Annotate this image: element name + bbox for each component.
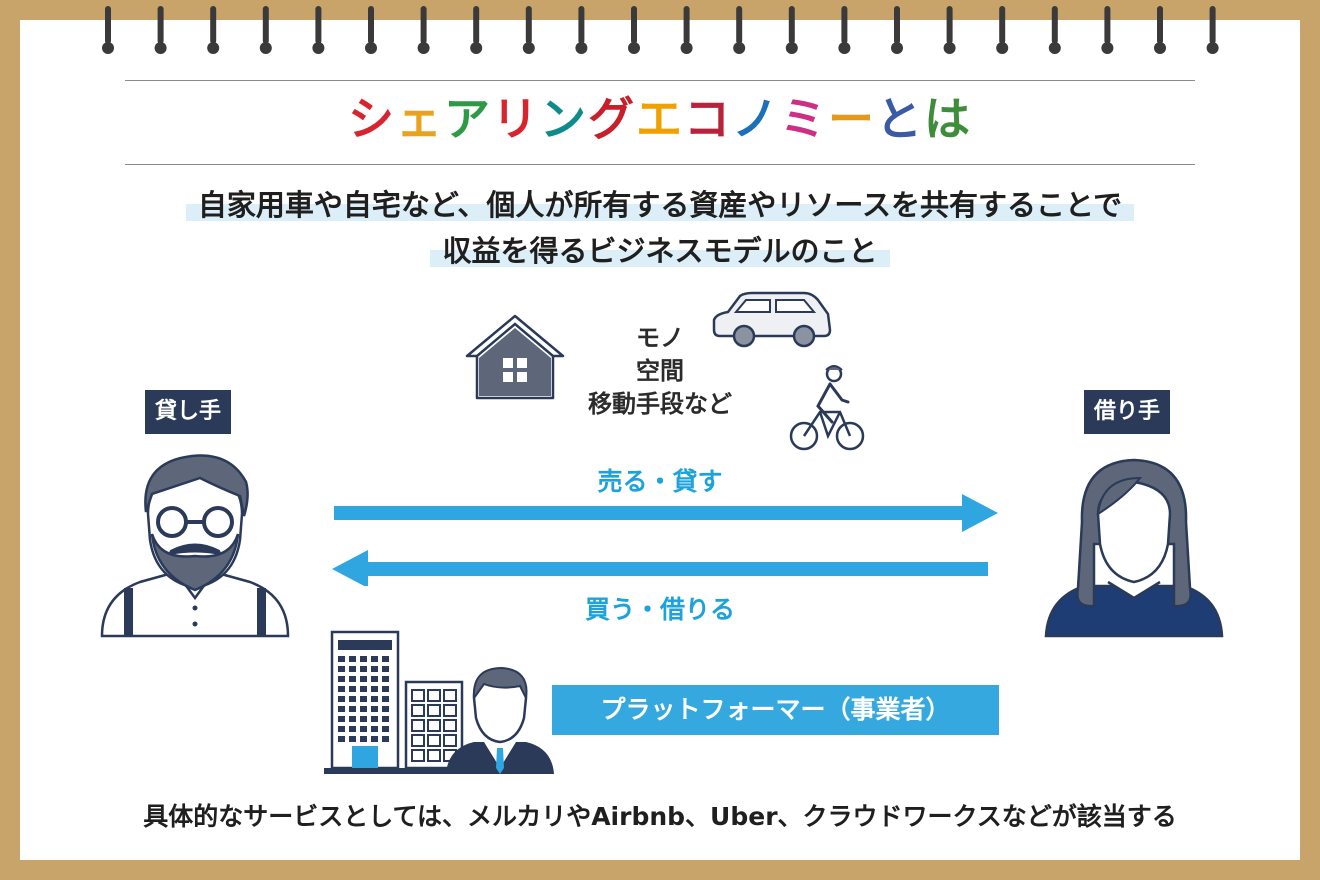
binder-rings	[102, 6, 1219, 54]
man-with-beard-icon	[100, 454, 290, 638]
binder-ring-icon	[417, 6, 430, 54]
binder-ring-icon	[575, 6, 588, 54]
binder-ring-icon	[259, 6, 272, 54]
sell-lend-arrow	[334, 494, 998, 532]
title-char: と	[876, 92, 924, 146]
woman-icon	[1044, 458, 1224, 638]
businessman-icon	[446, 666, 554, 774]
binder-ring-icon	[365, 6, 377, 54]
binder-ring-icon	[522, 6, 535, 54]
binder-ring-icon	[154, 6, 167, 54]
buy-borrow-label: 買う・借りる	[584, 595, 735, 624]
binder-ring-icon	[470, 6, 483, 54]
title-char: ア	[444, 92, 492, 146]
title-char: シ	[348, 92, 396, 146]
binder-ring-icon	[312, 6, 325, 54]
binder-ring-icon	[1154, 6, 1166, 54]
car-icon	[712, 291, 832, 348]
binder-ring-icon	[838, 6, 851, 54]
resource-goods: モノ	[636, 324, 684, 352]
lender-badge: 貸し手	[145, 390, 232, 434]
platform-banner: プラットフォーマー（事業者）	[552, 685, 999, 735]
subtitle-line-1: 自家用車や自宅など、個人が所有する資産やリソースを共有することで	[0, 185, 1320, 225]
binder-ring-icon	[1048, 6, 1061, 54]
borrower-badge: 借り手	[1084, 390, 1171, 434]
bicycle-icon	[789, 365, 865, 451]
binder-ring-icon	[785, 6, 798, 54]
resource-space: 空間	[636, 357, 684, 385]
resource-transport: 移動手段など	[588, 390, 732, 418]
binder-ring-icon	[1101, 6, 1114, 54]
subtitle-line-2: 収益を得るビジネスモデルのこと	[0, 231, 1320, 271]
title-char: グ	[588, 92, 636, 146]
title-char: ェ	[396, 92, 444, 146]
title-char: ノ	[732, 92, 780, 146]
binder-ring-icon	[207, 6, 220, 54]
title-char: エ	[636, 92, 684, 146]
page-title: シェアリングエコノミーとは	[125, 88, 1195, 150]
title-char: リ	[492, 92, 540, 146]
binder-ring-icon	[733, 6, 746, 54]
binder-ring-icon	[102, 6, 114, 54]
binder-ring-icon	[943, 6, 956, 54]
binder-ring-icon	[628, 6, 640, 54]
binder-ring-icon	[1206, 6, 1219, 54]
office-building-icon	[324, 630, 470, 774]
title-bottom-rule	[125, 164, 1195, 165]
title-char: ン	[540, 92, 588, 146]
house-icon	[465, 314, 565, 400]
binder-ring-icon	[996, 6, 1009, 54]
resource-label: モノ 空間 移動手段など	[540, 322, 780, 421]
exchange-arrows	[332, 494, 998, 586]
footer-note: 具体的なサービスとしては、メルカリやAirbnb、Uber、クラウドワークスなど…	[143, 802, 1177, 831]
buy-borrow-arrow	[332, 550, 988, 586]
title-char: ミ	[780, 92, 828, 146]
title-char: コ	[684, 92, 732, 146]
title-char: は	[924, 92, 972, 146]
binder-ring-icon	[680, 6, 693, 54]
binder-ring-icon	[891, 6, 903, 54]
title-top-rule	[125, 80, 1195, 81]
title-char: ー	[828, 92, 876, 146]
sell-lend-label: 売る・貸す	[597, 467, 723, 496]
